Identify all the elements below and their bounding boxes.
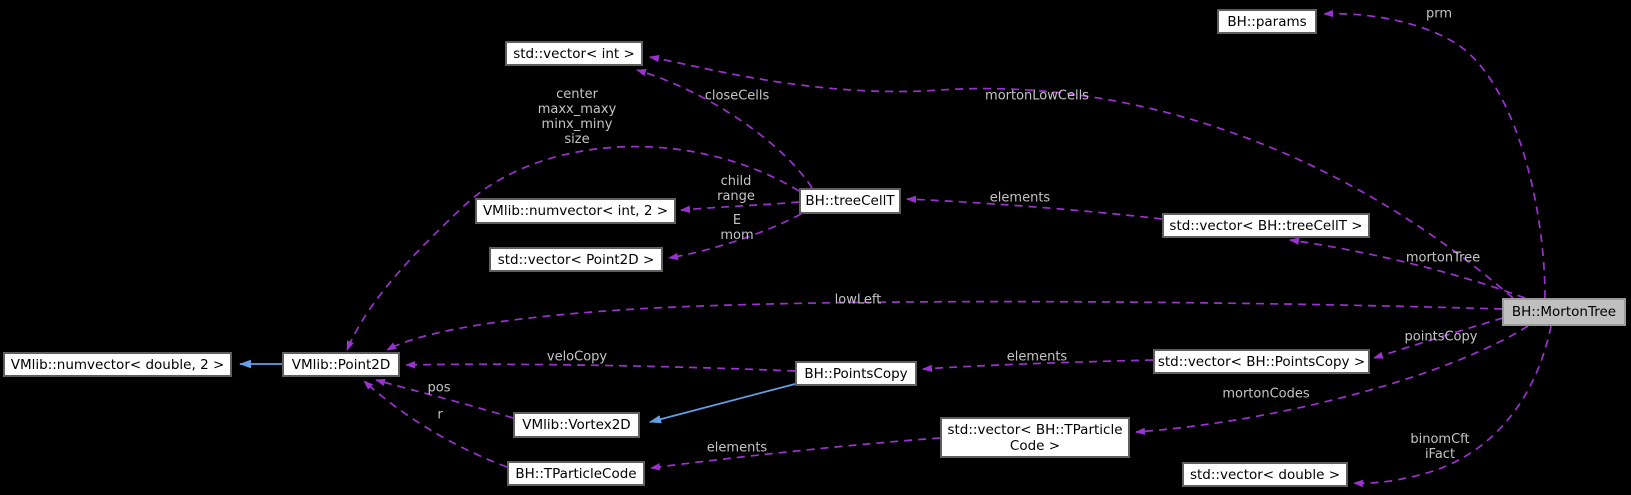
edge-pos <box>375 378 514 419</box>
edge-label-elements-tree: elements <box>989 190 1051 206</box>
edge-points-copy <box>1373 317 1504 359</box>
edge-elements-points <box>922 359 1154 373</box>
node-bh-tparticlecode[interactable]: BH::TParticleCode <box>507 461 645 486</box>
edge-elements-particle <box>650 437 941 471</box>
node-bh-params[interactable]: BH::params <box>1217 9 1317 34</box>
edge-label-r: r <box>437 407 443 423</box>
edge-label-morton-codes: mortonCodes <box>1222 386 1310 402</box>
edge-e-mom <box>668 213 802 261</box>
node-vmlib-vortex2d[interactable]: VMlib::Vortex2D <box>513 412 640 438</box>
edge-label-e-mom: E mom <box>720 213 754 243</box>
edge-pointscopy-inherits-vortex2d <box>649 383 796 424</box>
node-bh-pointscopy[interactable]: BH::PointsCopy <box>795 361 917 386</box>
edge-label-elements-particle: elements <box>706 440 768 456</box>
edge-close-cells <box>636 69 813 189</box>
edge-label-morton-tree: mortonTree <box>1405 250 1481 266</box>
edge-low-left <box>386 300 1503 351</box>
edge-label-child-range: child range <box>717 174 755 204</box>
edge-label-pos: pos <box>427 380 451 396</box>
edge-elements-tree <box>906 195 1163 220</box>
node-vmlib-numvector-int-2[interactable]: VMlib::numvector< int, 2 > <box>475 198 676 224</box>
edge-morton-codes <box>1135 325 1529 436</box>
edge-velo-copy <box>405 361 796 372</box>
node-std-vector-int[interactable]: std::vector< int > <box>505 41 643 66</box>
edge-label-morton-low-cells: mortonLowCells <box>985 88 1089 104</box>
edge-morton-tree <box>1289 237 1526 299</box>
node-std-vector-bh-tparticlecode[interactable]: std::vector< BH::TParticle Code > <box>940 417 1130 458</box>
node-std-vector-bh-treecellt[interactable]: std::vector< BH::treeCellT > <box>1162 213 1370 238</box>
node-std-vector-bh-pointscopy[interactable]: std::vector< BH::PointsCopy > <box>1153 349 1370 374</box>
edge-child-range <box>680 201 800 213</box>
edge-label-low-left: lowLeft <box>834 292 882 308</box>
node-std-vector-point2d[interactable]: std::vector< Point2D > <box>489 247 663 272</box>
edge-label-binom-ifact: binomCft iFact <box>1410 432 1470 462</box>
node-bh-mortontree: BH::MortonTree <box>1502 298 1626 326</box>
edge-label-center-group: center maxx_maxy minx_miny size <box>537 87 617 147</box>
node-vmlib-numvector-double-2[interactable]: VMlib::numvector< double, 2 > <box>3 352 232 377</box>
edge-label-close-cells: closeCells <box>704 88 770 104</box>
edge-r <box>363 380 508 468</box>
edge-label-velo-copy: veloCopy <box>546 349 608 365</box>
edge-prm <box>1323 9 1546 299</box>
edge-binom-ifact <box>1353 325 1552 488</box>
edge-morton-low-cells <box>649 54 1514 299</box>
edge-label-points-copy: pointsCopy <box>1404 329 1478 345</box>
edge-label-prm: prm <box>1425 6 1453 22</box>
node-vmlib-point2d[interactable]: VMlib::Point2D <box>282 352 400 377</box>
edge-label-elements-points: elements <box>1006 349 1068 365</box>
edge-center-group <box>346 145 800 351</box>
node-std-vector-double[interactable]: std::vector< double > <box>1182 462 1348 487</box>
node-bh-treecellt[interactable]: BH::treeCellT <box>799 188 901 214</box>
